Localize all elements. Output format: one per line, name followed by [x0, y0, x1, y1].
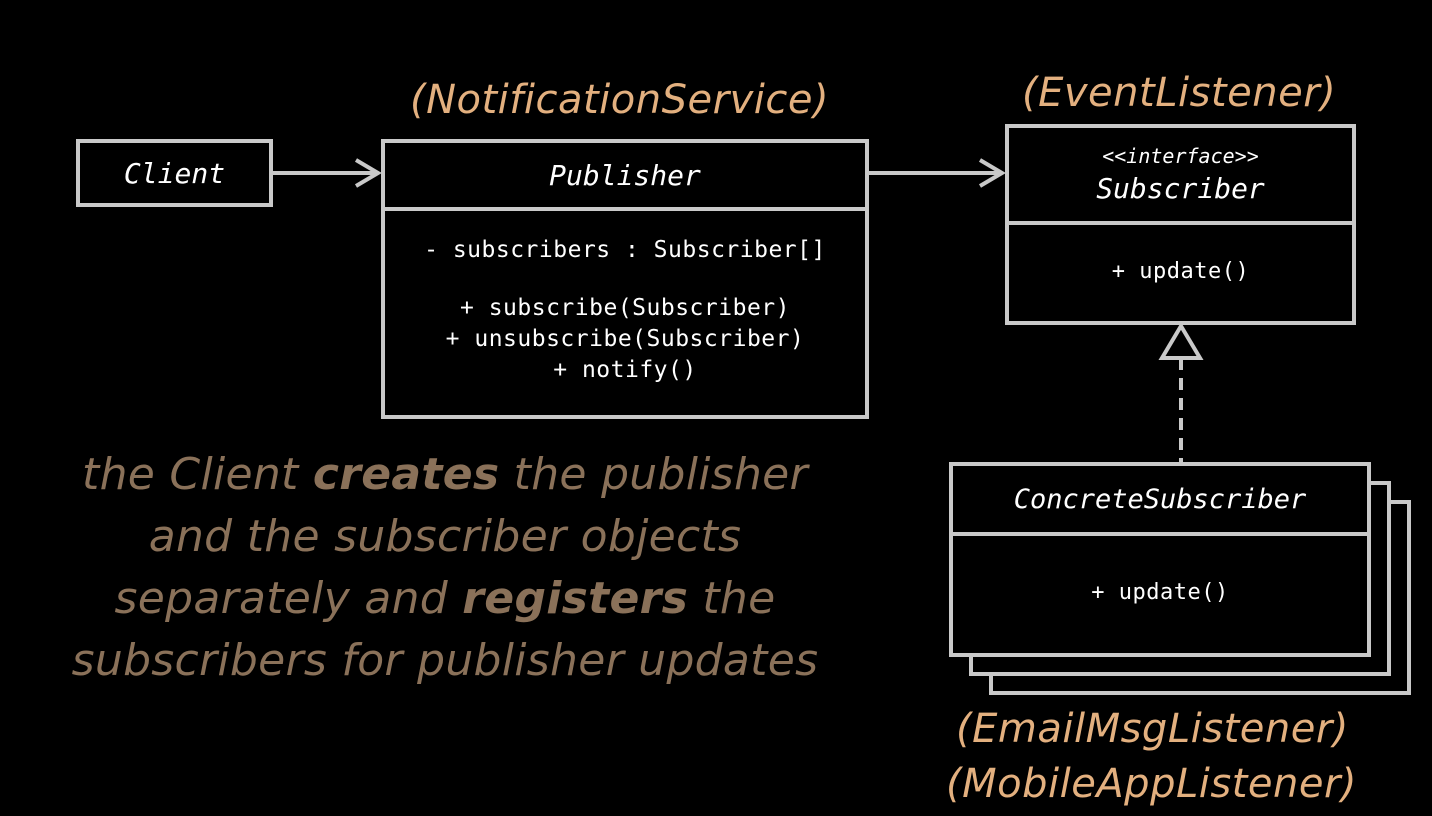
publisher-box: Publisher - subscribers : Subscriber[] +… [381, 139, 869, 419]
concrete-method: + update() [1091, 580, 1229, 605]
subscriber-box: <<interface>> Subscriber + update() [1005, 124, 1356, 325]
subscriber-header: <<interface>> Subscriber [1009, 128, 1352, 225]
explanation-note: the Client creates the publisher and the… [40, 444, 850, 692]
concrete-body: + update() [953, 532, 1367, 653]
publisher-method: + unsubscribe(Subscriber) [445, 325, 805, 352]
note-text: the publisher and the subscriber objects… [114, 449, 808, 624]
concrete-role-label-1: (EmailMsgListener) [956, 706, 1349, 752]
client-publisher-arrowhead [354, 158, 382, 188]
note-text: the Client [82, 449, 313, 500]
concrete-header: ConcreteSubscriber [953, 466, 1367, 536]
publisher-role-label: (NotificationService) [410, 77, 830, 123]
publisher-subscriber-arrowhead [978, 158, 1006, 188]
subscriber-stereotype: <<interface>> [1102, 144, 1259, 168]
publisher-field: - subscribers : Subscriber[] [424, 236, 826, 263]
subscriber-method: + update() [1111, 258, 1250, 284]
concrete-name: ConcreteSubscriber [1013, 483, 1307, 515]
publisher-header: Publisher [385, 143, 865, 211]
publisher-name: Publisher [549, 158, 701, 192]
publisher-method: + notify() [553, 356, 697, 383]
note-text: the subscribers for publisher updates [71, 573, 819, 686]
publisher-method: + subscribe(Subscriber) [460, 294, 790, 321]
note-emphasis-creates: creates [312, 449, 500, 500]
subscriber-body: + update() [1009, 221, 1352, 321]
subscriber-role-label: (EventListener) [1022, 70, 1337, 116]
note-emphasis-registers: registers [462, 573, 689, 624]
publisher-body: - subscribers : Subscriber[] + subscribe… [385, 207, 865, 415]
concrete-role-label-2: (MobileAppListener) [946, 761, 1358, 807]
concrete-subscriber-box: ConcreteSubscriber + update() [949, 462, 1371, 657]
client-box: Client [76, 139, 273, 207]
subscriber-name: Subscriber [1096, 172, 1265, 205]
realization-arrowhead [1158, 322, 1204, 360]
client-name: Client [123, 156, 226, 190]
